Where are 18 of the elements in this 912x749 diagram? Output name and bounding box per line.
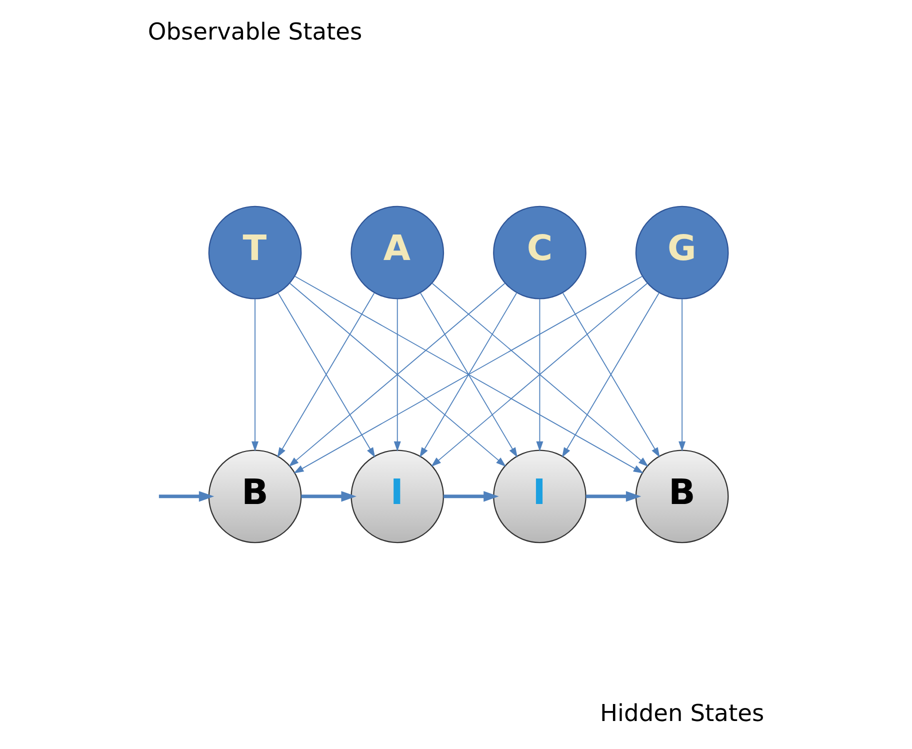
- node-circle: T: [208, 206, 302, 300]
- arrow: [444, 491, 499, 502]
- node-circle: C: [493, 206, 586, 300]
- node-circle: B: [208, 450, 302, 544]
- arrow: [301, 491, 356, 502]
- node-circle: G: [635, 206, 729, 300]
- node-circle: A: [350, 206, 444, 300]
- node-circle: I: [350, 450, 444, 544]
- arrow: [678, 298, 686, 452]
- arrow: [252, 298, 259, 452]
- arrow: [158, 491, 214, 502]
- arrow: [536, 298, 544, 452]
- arrow: [394, 298, 401, 452]
- label: Observable States: [148, 18, 362, 46]
- label: Hidden States: [600, 699, 764, 728]
- arrow: [586, 491, 642, 502]
- node-circle: B: [635, 450, 729, 544]
- node-circle: I: [493, 450, 586, 544]
